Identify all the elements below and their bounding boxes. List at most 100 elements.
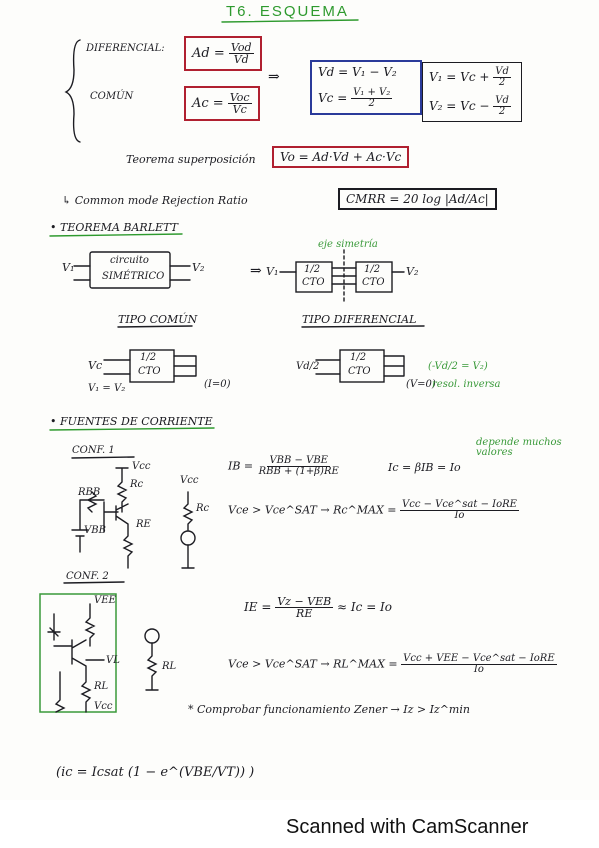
vc-num: V₁ + V₂ bbox=[351, 87, 393, 99]
implies-arrow: ⇒ bbox=[268, 69, 280, 85]
conf2-vee: VEE bbox=[94, 595, 116, 606]
ic-exponential: (ic = Icsat (1 − e^(VBE/VT)) ) bbox=[56, 765, 255, 780]
ie-fraction: Vz − VEB RE bbox=[275, 595, 334, 620]
notebook-page: T6. ESQUEMA DIFERENCIAL: Ad = Vod Vd COM… bbox=[39, 3, 562, 780]
dif-v0: (V=0) bbox=[406, 379, 436, 390]
ib-lhs: IB = bbox=[228, 459, 254, 473]
page-title: T6. ESQUEMA bbox=[226, 3, 349, 20]
half-block-right bbox=[355, 261, 393, 293]
vc-fraction: V₁ + V₂ 2 bbox=[351, 87, 393, 109]
block-line1: circuito bbox=[110, 255, 149, 266]
tipo-comun-title: TIPO COMÚN bbox=[118, 313, 198, 326]
left-half-label: 1/2 bbox=[304, 264, 321, 275]
conf1-rbb: RBB bbox=[78, 487, 101, 498]
cmrr-label: ↳ Common mode Rejection Ratio bbox=[62, 194, 248, 207]
ib-fraction: VBB − VBE RBB + (1+β)RE bbox=[257, 456, 341, 477]
dif-half: 1/2 bbox=[350, 352, 367, 363]
bartlett-v2: V₂ bbox=[192, 261, 205, 274]
rlmax-num: Vcc + VEE − Vce^sat − IoRE bbox=[401, 653, 557, 665]
conf2-vcc: Vcc bbox=[94, 701, 113, 712]
rcmax-fraction: Vcc − Vce^sat − IoRE Io bbox=[400, 500, 519, 521]
split-v2: V₂ bbox=[406, 265, 419, 278]
v2-num: Vd bbox=[493, 95, 511, 107]
conf2-rl2: RL bbox=[162, 661, 177, 672]
conf2-label: CONF. 2 bbox=[66, 571, 109, 582]
half-block-left bbox=[295, 261, 333, 293]
ie-formula: IE = Vz − VEB RE ≈ Ic = Io bbox=[244, 596, 392, 619]
vd-equation: Vd = V₁ − V₂ bbox=[318, 65, 397, 79]
v2-lhs: V₂ = Vc − bbox=[429, 99, 490, 113]
ib-den: RBB + (1+β)RE bbox=[258, 466, 339, 477]
vd-vc-box: Vd = V₁ − V₂ Vc = V₁ + V₂ 2 bbox=[310, 60, 422, 115]
rcmax-formula: Vce > Vce^SAT → Rc^MAX = Vcc − Vce^sat −… bbox=[228, 500, 519, 521]
ie-num: Vz − VEB bbox=[275, 595, 334, 608]
conf1-vbb: VBB bbox=[84, 525, 106, 536]
comun-cto: CTO bbox=[138, 366, 161, 377]
comun-i0: (I=0) bbox=[204, 379, 231, 390]
comun-label: COMÚN bbox=[90, 91, 134, 102]
comun-half: 1/2 bbox=[140, 352, 157, 363]
conf1-schematic bbox=[71, 467, 134, 569]
conf1-label: CONF. 1 bbox=[72, 445, 115, 456]
bartlett-underline bbox=[49, 233, 183, 237]
ac-num: Voc bbox=[227, 91, 252, 104]
fuentes-underline bbox=[49, 427, 215, 431]
block-line2: SIMÉTRICO bbox=[102, 271, 165, 282]
ac-lhs: Ac = bbox=[192, 96, 224, 111]
v1-den: 2 bbox=[498, 77, 506, 88]
conf1-rc: Rc bbox=[130, 479, 144, 490]
conf1-rc2: Rc bbox=[196, 503, 210, 514]
ac-fraction: Voc Vc bbox=[227, 91, 252, 115]
comun-wires bbox=[103, 355, 197, 377]
v1-v2-box: V₁ = Vc + Vd 2 V₂ = Vc − Vd 2 bbox=[422, 62, 522, 122]
eje-simetria-label: eje simetría bbox=[318, 239, 378, 250]
dif-cto: CTO bbox=[348, 366, 371, 377]
vce2-condition: Vce > Vce^SAT → RL^MAX = bbox=[228, 657, 398, 671]
v2-den: 2 bbox=[498, 106, 506, 117]
vc-den: 2 bbox=[368, 98, 375, 109]
conf1-vcc-rail bbox=[182, 491, 194, 531]
comun-vc: Vc bbox=[88, 359, 103, 372]
superposicion-box: Vo = Ad·Vd + Ac·Vc bbox=[272, 146, 410, 168]
tipo-dif-title: TIPO DIFERENCIAL bbox=[302, 313, 417, 326]
conf2-underline bbox=[63, 581, 125, 584]
rlmax-formula: Vce > Vce^SAT → RL^MAX = Vcc + VEE − Vce… bbox=[228, 654, 557, 675]
rcmax-den: Io bbox=[454, 510, 465, 521]
cmrr-box: CMRR = 20 log |Ad/Ac| bbox=[338, 188, 497, 210]
bartlett-title: • TEOREMA BARLETT bbox=[50, 221, 178, 234]
superposicion-label: Teorema superposición bbox=[126, 153, 256, 166]
rcmax-num: Vcc − Vce^sat − IoRE bbox=[400, 499, 519, 511]
camscanner-footer: Scanned with CamScanner bbox=[286, 816, 529, 838]
dif-vd-half: Vd/2 bbox=[296, 361, 320, 372]
v1-fraction: Vd 2 bbox=[493, 67, 511, 88]
tipo-comun-underline bbox=[117, 325, 193, 328]
drawing-layer bbox=[39, 19, 425, 713]
ad-num: Vod bbox=[228, 41, 254, 54]
rlmax-fraction: Vcc + VEE − Vce^sat − IoRE Io bbox=[401, 653, 557, 675]
ad-den: Vd bbox=[233, 53, 249, 66]
dif-wires bbox=[315, 355, 405, 377]
v1-lhs: V₁ = Vc + bbox=[429, 70, 490, 84]
mode-brace bbox=[64, 39, 81, 143]
title-underline bbox=[221, 19, 359, 23]
bartlett-v1: V₁ bbox=[62, 261, 75, 274]
right-half-cto: CTO bbox=[362, 277, 385, 288]
conf2-green-frame bbox=[39, 593, 117, 713]
conf1-re: RE bbox=[136, 519, 151, 530]
ie-den: RE bbox=[296, 607, 313, 620]
conf1-vcc: Vcc bbox=[132, 461, 151, 472]
right-half-label: 1/2 bbox=[364, 264, 381, 275]
ie-lhs: IE = bbox=[244, 600, 272, 614]
symmetric-circuit-block bbox=[89, 251, 171, 289]
depende-note: depende muchos valores bbox=[476, 437, 562, 458]
vce-condition: Vce > Vce^SAT → Rc^MAX = bbox=[228, 503, 397, 517]
tipo-dif-underline bbox=[301, 325, 425, 328]
ib-formula: IB = VBB − VBE RBB + (1+β)RE bbox=[228, 456, 341, 477]
zener-note: * Comprobar funcionamiento Zener → Iz > … bbox=[188, 703, 470, 716]
dif-note2: resol. inversa bbox=[432, 379, 501, 390]
vc-lhs: Vc = bbox=[318, 91, 348, 105]
block-wires bbox=[73, 265, 191, 281]
rlmax-den: Io bbox=[473, 664, 484, 675]
conf1-vcc2: Vcc bbox=[180, 475, 199, 486]
split-v1: V₁ bbox=[266, 265, 279, 278]
